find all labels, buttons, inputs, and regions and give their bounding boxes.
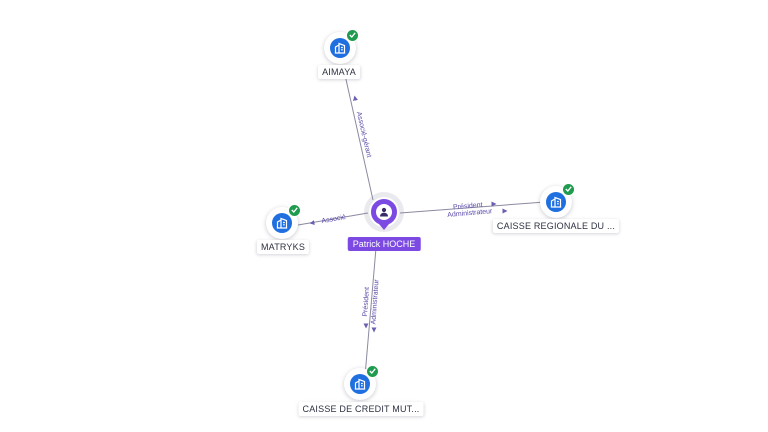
edge-label-matryks: Associé: [321, 214, 346, 225]
person-icon: [376, 204, 392, 220]
company-badge: [266, 204, 301, 239]
building-icon: [330, 38, 350, 58]
company-badge: [324, 29, 359, 64]
person-pin: [379, 224, 389, 230]
verified-check-icon: [288, 204, 301, 217]
building-icon: [272, 213, 292, 233]
edge-label-caisse-regionale-2: Administrateur: [447, 208, 493, 219]
verified-check-icon: [346, 29, 359, 42]
company-badge: [344, 365, 379, 400]
verified-check-icon: [562, 183, 575, 196]
edge-caisse-regionale: [399, 201, 546, 214]
edge-label-aimaya: Associé-gérant: [355, 111, 372, 158]
edge-label-caisse-regionale-1: Président: [453, 202, 483, 212]
company-label-matryks[interactable]: MATRYKS: [256, 240, 310, 254]
building-icon: [546, 192, 566, 212]
company-badge: [540, 183, 575, 218]
verified-check-icon: [366, 365, 379, 378]
building-icon: [350, 374, 370, 394]
edge-label-caisse-credit-1: Président: [362, 287, 371, 317]
company-label-caisse-credit[interactable]: CAISSE DE CREDIT MUT...: [298, 402, 424, 416]
edge-arrow-aimaya: [353, 95, 358, 101]
company-label-caisse-regionale[interactable]: CAISSE REGIONALE DU ...: [492, 219, 620, 233]
company-label-aimaya[interactable]: AIMAYA: [318, 65, 360, 79]
person-badge: [369, 197, 399, 227]
edge-caisse-credit: [364, 247, 377, 377]
edge-aimaya: [342, 65, 374, 201]
edge-label-caisse-credit-2: Administrateur: [370, 278, 380, 324]
person-label[interactable]: Patrick HOCHE: [347, 237, 421, 251]
